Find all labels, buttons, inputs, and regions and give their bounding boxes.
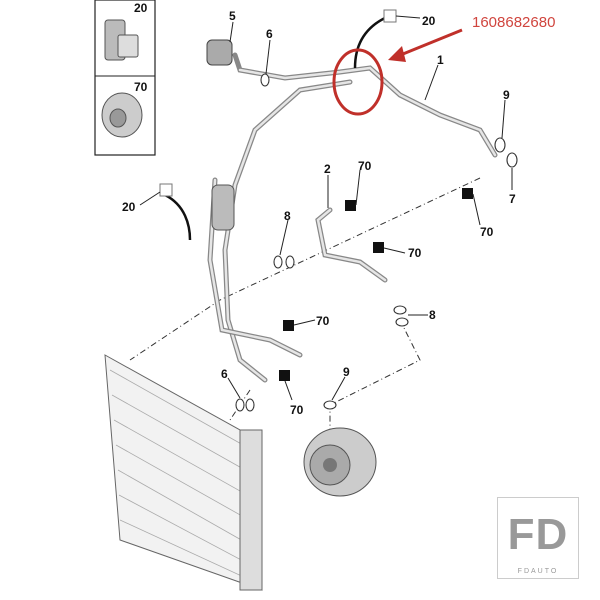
callout-8-left: 8 [284,209,291,223]
callout-6-top: 6 [266,27,273,41]
clip-part-icon [104,19,139,61]
callout-6-low: 6 [221,367,228,381]
watermark-small: FDAUTO [498,568,578,575]
highlight-arrow [397,28,463,58]
pressure-switch [206,39,233,66]
o-rings [235,73,518,412]
condenser [104,354,263,591]
watermark-logo: FD FDAUTO [497,497,579,579]
grommet-part-icon [101,92,143,138]
callout-70-bottom: 70 [290,403,304,417]
inset-label-20: 20 [134,1,148,15]
callout-20-top: 20 [422,14,436,28]
arrow-head-icon [388,46,406,62]
callout-1: 1 [437,53,444,67]
dryer-bottle [211,184,235,231]
highlight-circle [332,48,384,116]
callout-70-low: 70 [316,314,330,328]
part-number: 1608682680 [472,14,555,31]
callout-8-right: 8 [429,308,436,322]
callout-70-mid-top: 70 [358,159,372,173]
callout-2: 2 [324,162,331,176]
clip-hose-left [164,193,192,241]
inset-label-70: 70 [134,80,148,94]
callout-5: 5 [229,9,236,23]
callout-70-mid: 70 [408,246,422,260]
leader-lines [139,15,513,401]
clip-hose-top [353,16,386,69]
callout-20-left: 20 [122,200,136,214]
grommet-markers [279,188,473,381]
callout-7: 7 [509,192,516,206]
highlight-annotation: 1608682680 [332,14,555,116]
inset-box: 20 70 [94,0,156,156]
compressor [303,427,377,497]
callout-9-right: 9 [503,88,510,102]
callout-9-low: 9 [343,365,350,379]
callout-70-right: 70 [480,225,494,239]
watermark-big: FD [507,510,569,559]
ac-pipes [206,39,498,383]
